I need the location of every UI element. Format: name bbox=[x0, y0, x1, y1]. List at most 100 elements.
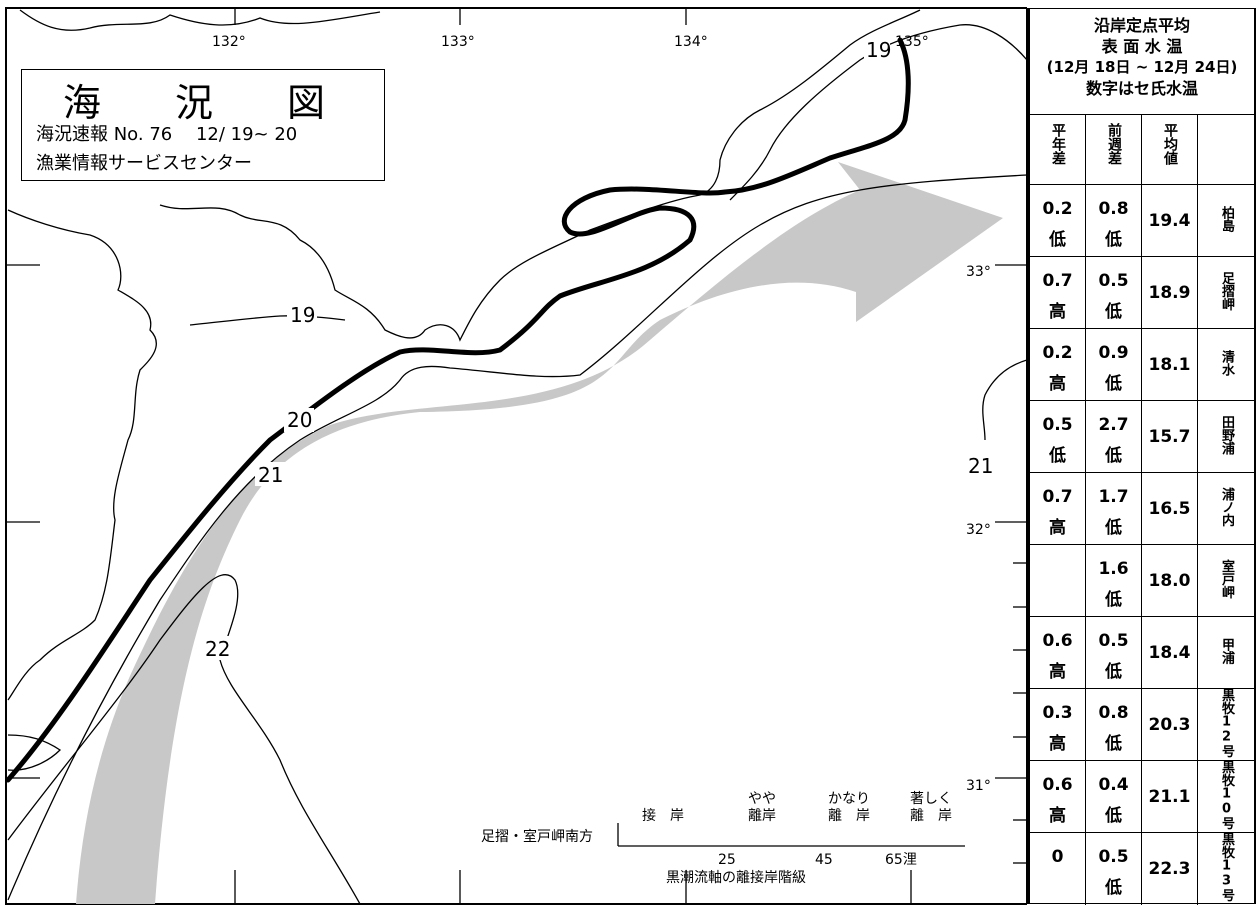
isotherm-label: 20 bbox=[287, 408, 312, 432]
station-cell: 黒牧10号 bbox=[1198, 760, 1254, 832]
sea-condition-map: 19 20 21 22 21 19 132° 133° 134° 135° 33… bbox=[5, 7, 1027, 905]
map-frame bbox=[5, 7, 1027, 905]
annual-diff-value: 0 bbox=[1051, 847, 1064, 867]
annual-diff-direction: 高 bbox=[1049, 806, 1066, 826]
station-name: 室戸岬 bbox=[1219, 559, 1234, 598]
coastline-shikoku bbox=[159, 9, 921, 342]
station-cell: 足摺岬 bbox=[1198, 257, 1254, 328]
isotherm-label: 22 bbox=[205, 637, 230, 661]
annual-diff-direction: 高 bbox=[1049, 518, 1066, 538]
coastline-kii bbox=[729, 24, 1027, 201]
weekly-diff-value: 0.5 bbox=[1098, 271, 1129, 291]
kuroshio-legend: 接 岸 やや 離岸 かなり 離 岸 著しく 離 岸 足摺・室戸岬南方 25 45… bbox=[481, 791, 965, 886]
station-name: 黒牧12号 bbox=[1219, 688, 1234, 757]
annual-diff-direction: 高 bbox=[1049, 734, 1066, 754]
lon-label: 133° bbox=[441, 34, 475, 50]
legend-row-label: 足摺・室戸岬南方 bbox=[481, 828, 593, 845]
bulletin-number: 海況速報 No. 76 12/ 19~ 20 bbox=[36, 124, 298, 145]
isotherm-label: 19 bbox=[290, 303, 315, 327]
header-average: 平均値 bbox=[1142, 115, 1198, 184]
annual-diff-value: 0.2 bbox=[1042, 199, 1073, 219]
isotherm-22 bbox=[7, 574, 361, 905]
coastal-temperature-table: 沿岸定点平均 表 面 水 温 (12月 18日 ~ 12月 24日) 数字はセ氏… bbox=[1027, 8, 1256, 905]
annual-diff-value: 0.5 bbox=[1042, 415, 1073, 435]
lon-label: 132° bbox=[212, 34, 246, 50]
average-value: 16.5 bbox=[1148, 498, 1191, 519]
station-name: 浦ノ内 bbox=[1219, 487, 1234, 526]
header-weekly-diff: 前週差 bbox=[1086, 115, 1142, 184]
map-title: 海 況 図 bbox=[62, 81, 343, 125]
annual-diff-cell: 0.2 低 bbox=[1030, 185, 1086, 256]
lon-label: 134° bbox=[674, 34, 708, 50]
weekly-diff-value: 0.4 bbox=[1098, 775, 1129, 795]
kuroshio-current bbox=[76, 162, 1003, 904]
station-name: 黒牧13号 bbox=[1219, 832, 1234, 902]
station-cell: 黒牧12号 bbox=[1198, 688, 1254, 760]
legend-class-3: 離 岸 bbox=[910, 807, 952, 824]
average-value: 18.0 bbox=[1148, 570, 1191, 591]
annual-diff-value: 0.3 bbox=[1042, 703, 1073, 723]
isotherm-label: 19 bbox=[866, 38, 891, 62]
weekly-diff-direction: 低 bbox=[1105, 374, 1122, 394]
average-cell: 15.7 bbox=[1142, 401, 1198, 472]
coastline bbox=[7, 209, 157, 701]
legend-class-2: 離 岸 bbox=[828, 807, 870, 824]
weekly-diff-value: 0.8 bbox=[1098, 703, 1129, 723]
legend-class-1: 離岸 bbox=[748, 807, 776, 824]
annual-diff-cell: 0.6 高 bbox=[1030, 761, 1086, 832]
station-cell: 田野浦 bbox=[1198, 401, 1254, 472]
station-cell: 清水 bbox=[1198, 329, 1254, 400]
lon-label: 135° bbox=[895, 34, 929, 50]
station-cell: 黒牧13号 bbox=[1198, 833, 1254, 905]
weekly-diff-direction: 低 bbox=[1105, 446, 1122, 466]
table-title: 沿岸定点平均 表 面 水 温 (12月 18日 ~ 12月 24日) 数字はセ氏… bbox=[1030, 9, 1254, 115]
latitude-labels: 33° 32° 31° bbox=[966, 264, 991, 794]
legend-scale-25: 25 bbox=[718, 852, 736, 868]
annual-diff-direction: 高 bbox=[1049, 374, 1066, 394]
table-header-row: 平年差 前週差 平均値 bbox=[1030, 115, 1254, 185]
coastline-south bbox=[7, 734, 62, 771]
isotherm-label: 21 bbox=[968, 454, 993, 478]
header-annual-diff: 平年差 bbox=[1030, 115, 1086, 184]
annual-diff-value: 0.2 bbox=[1042, 343, 1073, 363]
isotherm-label: 21 bbox=[258, 463, 283, 487]
thermal-front bbox=[5, 37, 911, 783]
average-value: 18.1 bbox=[1148, 354, 1191, 375]
average-cell: 21.1 bbox=[1142, 761, 1198, 832]
station-name: 田野浦 bbox=[1219, 415, 1234, 454]
station-cell: 浦ノ内 bbox=[1198, 473, 1254, 544]
weekly-diff-value: 0.8 bbox=[1098, 199, 1129, 219]
annual-diff-direction: 低 bbox=[1049, 446, 1066, 466]
average-value: 18.9 bbox=[1148, 282, 1191, 303]
table-title-line: 表 面 水 温 bbox=[1101, 37, 1183, 56]
title-box: 海 況 図 海況速報 No. 76 12/ 19~ 20 漁業情報サービスセンタ… bbox=[21, 69, 385, 181]
average-cell: 22.3 bbox=[1142, 833, 1198, 905]
annual-diff-direction: 低 bbox=[1049, 230, 1066, 250]
weekly-diff-direction: 低 bbox=[1105, 590, 1122, 610]
average-value: 20.3 bbox=[1148, 714, 1191, 735]
coastline-north bbox=[19, 9, 381, 31]
table-title-line: 沿岸定点平均 bbox=[1093, 16, 1190, 35]
average-cell: 18.9 bbox=[1142, 257, 1198, 328]
station-cell: 甲浦 bbox=[1198, 617, 1254, 688]
station-name: 足摺岬 bbox=[1219, 271, 1234, 310]
station-name: 黒牧10号 bbox=[1219, 760, 1234, 829]
average-value: 22.3 bbox=[1148, 859, 1191, 879]
isotherm-19 bbox=[189, 315, 346, 326]
weekly-diff-direction: 低 bbox=[1105, 230, 1122, 250]
annual-diff-value: 0.6 bbox=[1042, 631, 1073, 651]
station-name: 柏島 bbox=[1219, 205, 1234, 232]
station-name: 清水 bbox=[1219, 349, 1234, 376]
annual-diff-value: 0.6 bbox=[1042, 775, 1073, 795]
table-title-line: (12月 18日 ~ 12月 24日) bbox=[1046, 58, 1238, 76]
